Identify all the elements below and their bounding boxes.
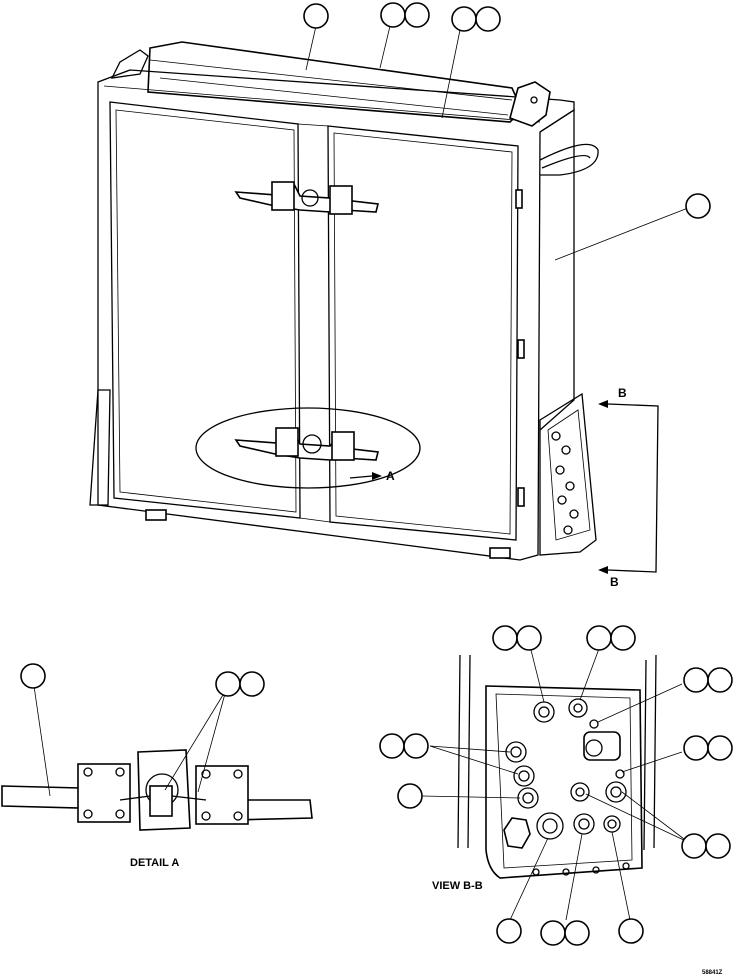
callout-circle xyxy=(403,733,429,759)
callout-circle xyxy=(564,920,590,946)
section-b-b-arrows xyxy=(598,400,659,574)
callout-circle xyxy=(683,667,709,693)
callout-circle xyxy=(707,735,733,761)
callout-circle xyxy=(586,625,612,651)
callout-circle xyxy=(683,735,709,761)
view-b-b: VIEW B-B xyxy=(379,625,733,946)
callout-circle xyxy=(492,625,518,651)
callout-circle xyxy=(404,2,430,28)
callout-circle xyxy=(685,193,711,219)
arrow-a-label: A xyxy=(386,469,395,483)
callout-circle xyxy=(707,667,733,693)
callout-circle xyxy=(215,671,241,697)
callout-circle xyxy=(475,6,501,32)
callout-circle xyxy=(380,2,406,28)
callout-circle xyxy=(397,783,423,809)
figure-id: 58841Z xyxy=(702,970,723,976)
callouts-main xyxy=(303,2,711,219)
cabinet-main-view xyxy=(89,41,599,561)
arrow-b-bottom-label: B xyxy=(610,575,619,589)
detail-a-title: DETAIL A xyxy=(130,857,179,869)
callout-circle xyxy=(496,918,522,944)
callout-circle xyxy=(610,625,636,651)
callout-circle xyxy=(681,833,707,859)
callout-circle xyxy=(618,918,644,944)
detail-a-view: DETAIL A xyxy=(1,663,313,869)
arrow-b-top-label: B xyxy=(618,386,627,400)
callout-circle xyxy=(303,3,329,29)
callout-circle xyxy=(540,920,566,946)
view-b-b-title: VIEW B-B xyxy=(432,880,483,892)
callout-circle xyxy=(451,6,477,32)
leader-lines-main xyxy=(305,25,689,261)
callout-circle xyxy=(239,671,265,697)
callout-circle xyxy=(705,833,731,859)
callout-circle xyxy=(516,625,542,651)
callout-circle xyxy=(20,663,46,689)
callout-circle xyxy=(379,733,405,759)
detail-a-ellipse xyxy=(195,407,421,489)
